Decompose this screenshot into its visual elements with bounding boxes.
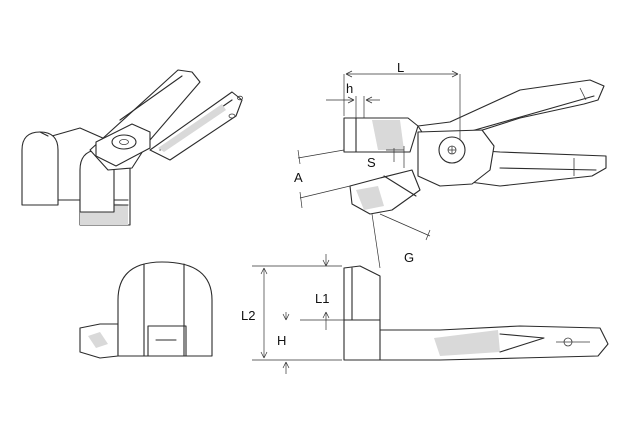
label-L2: L2 [241,308,255,323]
side-dimensions [297,70,461,269]
label-L: L [397,60,404,75]
front-view [79,261,213,359]
label-S: S [367,155,376,170]
side-view [343,79,607,215]
bottom-dimensions [252,254,344,374]
top-view [343,265,609,361]
label-L1: L1 [315,291,329,306]
label-H: H [277,333,286,348]
label-h: h [346,81,353,96]
isometric-view [21,69,243,226]
label-A: A [294,170,303,185]
label-G: G [404,250,414,265]
